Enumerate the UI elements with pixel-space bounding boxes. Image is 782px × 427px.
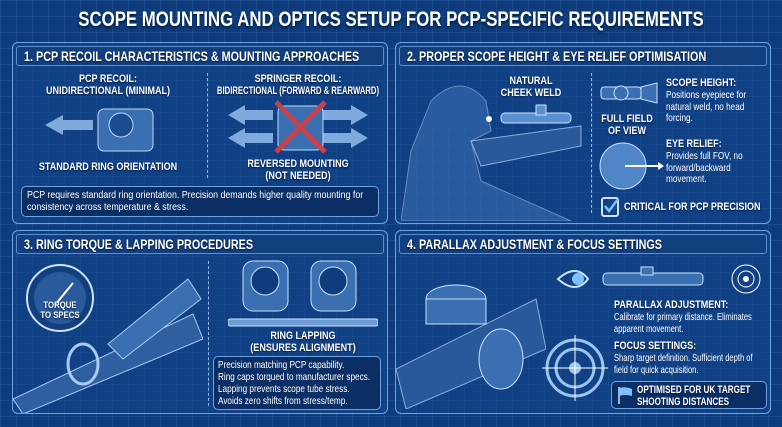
scope-target-icon: [602, 264, 761, 294]
note-line: Avoids zero shifts from stress/temp.: [218, 395, 348, 407]
torque-notes: Precision matching PCP capability. Ring …: [213, 356, 381, 410]
recoil-note-box: PCP requires standard ring orientation. …: [21, 186, 379, 217]
scope-rings-icon: [228, 260, 378, 327]
pcp-caption: STANDARD RING ORIENTATION: [38, 161, 178, 173]
badge-line-2: SHOOTING DISTANCES: [637, 396, 730, 408]
shooter-illustration: [401, 85, 582, 221]
parallax-title: PARALLAX ADJUSTMENT:: [614, 299, 729, 311]
panel-heading: 2. PROPER SCOPE HEIGHT & EYE RELIEF OPTI…: [407, 49, 707, 64]
torque-driver-illustration: [13, 278, 203, 413]
eye-relief-text: Provides full FOV, no forward/backward m…: [666, 150, 743, 185]
field-of-view-icon: [599, 142, 664, 190]
panel-ring-torque: 3. RING TORQUE & LAPPING PROCEDURES TORQ…: [12, 230, 388, 414]
scope-icon: [600, 82, 658, 104]
pcp-recoil-sub: UNIDIRECTIONAL (MINIMAL): [45, 85, 171, 97]
cheek-weld-label-2: CHEEK WELD: [500, 87, 562, 99]
page-title: SCOPE MOUNTING AND OPTICS SETUP FOR PCP-…: [78, 8, 704, 31]
focus-text: Sharp target definition. Sufficient dept…: [614, 352, 753, 376]
panel-heading-bar: 4. PARALLAX ADJUSTMENT & FOCUS SETTINGS: [399, 234, 767, 254]
standard-ring-icon: [45, 108, 154, 152]
panel-heading: 1. PCP RECOIL CHARACTERISTICS & MOUNTING…: [24, 49, 360, 64]
fov-label: FULL FIELD: [601, 113, 653, 125]
springer-recoil-title: SPRINGER RECOIL:: [254, 73, 342, 85]
critical-label: CRITICAL FOR PCP PRECISION: [624, 201, 761, 213]
gauge-label-2: TO SPECS: [40, 310, 80, 321]
lapping-label-2: (ENSURES ALIGNMENT): [250, 342, 356, 354]
flag-icon: [618, 387, 632, 404]
panel-heading: 3. RING TORQUE & LAPPING PROCEDURES: [24, 237, 254, 252]
springer-caption: REVERSED MOUNTING: [247, 158, 349, 170]
recoil-note: PCP requires standard ring orientation. …: [27, 189, 364, 213]
note-line: Precision matching PCP capability.: [218, 359, 345, 371]
parallax-text: Calibrate for primary distance. Eliminat…: [614, 311, 752, 335]
panel-scope-height: 2. PROPER SCOPE HEIGHT & EYE RELIEF OPTI…: [395, 42, 771, 224]
note-line: Lapping prevents scope tube stress.: [218, 383, 350, 395]
springer-recoil-sub: BIDIRECTIONAL (FORWARD & REARWARD): [216, 85, 380, 97]
reversed-ring-crossed-icon: [228, 100, 368, 154]
pcp-recoil-title: PCP RECOIL:: [79, 73, 137, 85]
focus-title: FOCUS SETTINGS:: [614, 340, 697, 352]
uk-distance-badge: OPTIMISED FOR UK TARGET SHOOTING DISTANC…: [611, 381, 767, 409]
badge-line-1: OPTIMISED FOR UK TARGET: [637, 384, 751, 396]
scope-height-text: Positions eyepiece for natural weld, no …: [666, 89, 747, 124]
lapping-label: RING LAPPING: [270, 330, 336, 342]
note-line: Ring caps torqued to manufacturer specs.: [218, 371, 371, 383]
parallax-turret-illustration: [396, 284, 546, 409]
gauge-label: TORQUE: [43, 300, 77, 311]
panel-parallax: 4. PARALLAX ADJUSTMENT & FOCUS SETTINGS …: [395, 230, 771, 414]
springer-caption-note: (NOT NEEDED): [265, 170, 331, 182]
panel-heading-bar: 3. RING TORQUE & LAPPING PROCEDURES: [16, 234, 384, 254]
clipboard-check-icon: [601, 197, 619, 217]
panel-heading-bar: 2. PROPER SCOPE HEIGHT & EYE RELIEF OPTI…: [399, 46, 767, 66]
fov-label-2: OF VIEW: [607, 125, 647, 137]
target-reticle-icon: [542, 335, 608, 401]
panel-recoil: 1. PCP RECOIL CHARACTERISTICS & MOUNTING…: [12, 42, 388, 224]
eye-icon: [556, 270, 590, 288]
eye-relief-title: EYE RELIEF:: [666, 138, 722, 150]
cheek-weld-label: NATURAL: [509, 75, 553, 87]
scope-height-title: SCOPE HEIGHT:: [666, 77, 737, 89]
panel-heading-bar: 1. PCP RECOIL CHARACTERISTICS & MOUNTING…: [16, 46, 384, 66]
panel-heading: 4. PARALLAX ADJUSTMENT & FOCUS SETTINGS: [407, 237, 663, 252]
torque-gauge-icon: [26, 264, 94, 332]
torque-notes-text: Precision matching PCP capability. Ring …: [218, 359, 374, 407]
